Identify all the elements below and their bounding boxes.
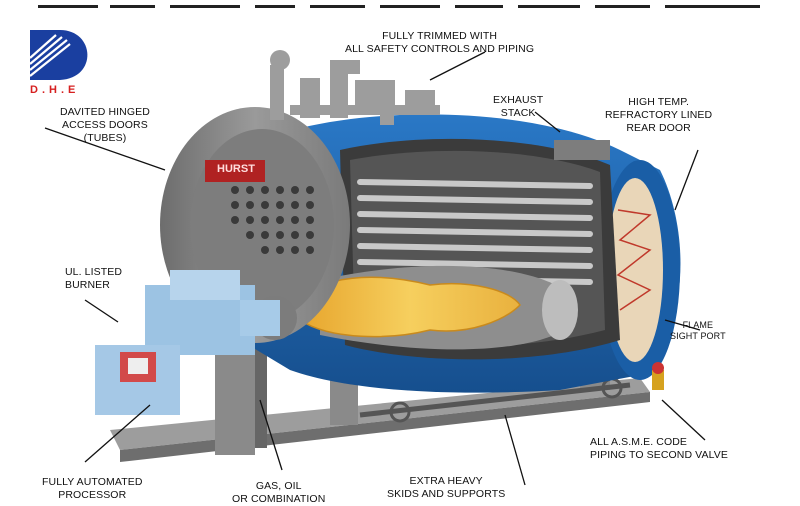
processor-cabinet (95, 345, 180, 415)
burner-flame (299, 276, 521, 338)
burner-assembly (145, 270, 297, 355)
exhaust-stack (554, 140, 610, 160)
safety-controls-piping (270, 50, 440, 125)
sight-port-valve (652, 362, 664, 390)
leader-lines (44, 51, 706, 486)
top-title-strip (0, 0, 800, 8)
nameplate: HURST (217, 163, 255, 175)
dhe-logo (29, 30, 88, 80)
logo-text: D.H.E (30, 84, 80, 96)
